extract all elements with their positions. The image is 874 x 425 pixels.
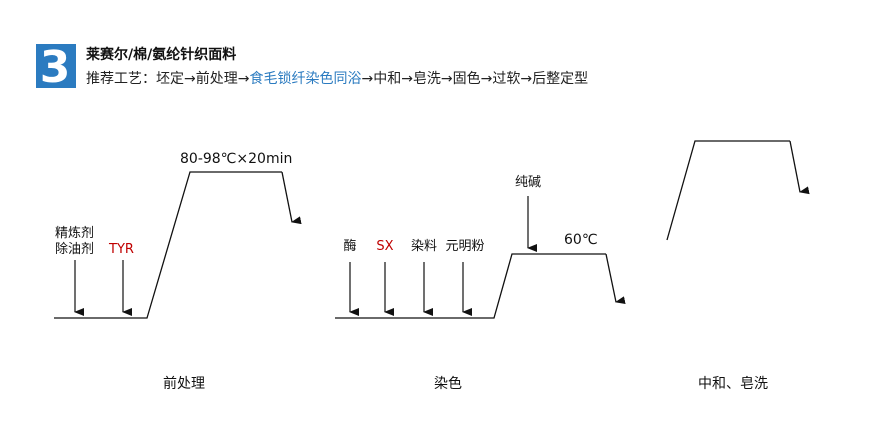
- pretreat-caption: 前处理: [163, 375, 205, 392]
- dyeing-agent-4: 元明粉: [445, 239, 484, 254]
- process-description: 推荐工艺：坯定→前处理→食毛锁纤染色同浴→中和→皂洗→固色→过软→后整定型: [86, 68, 588, 88]
- dyeing-temp-label: 60℃: [564, 232, 598, 248]
- pretreat-cooldown-arrow: [281, 171, 302, 225]
- process-suffix: →中和→皂洗→固色→过软→后整定型: [361, 71, 589, 87]
- pretreat-agent-1-line1: 精炼剂: [55, 226, 94, 241]
- dyeing-temp-curve: [335, 253, 606, 319]
- section-number: 3: [40, 44, 71, 88]
- pretreat-temp-curve: [54, 171, 282, 319]
- dyeing-caption: 染色: [434, 375, 462, 392]
- dyeing-agent-2: SX: [376, 239, 393, 254]
- neutralize-temp-curve: [666, 140, 790, 241]
- pretreat-temp-label: 80-98℃×20min: [180, 151, 292, 167]
- dyeing-agent-5: 纯碱: [515, 175, 541, 190]
- section-number-badge: 3: [36, 44, 76, 88]
- neutralize-stage: 中和、皂洗: [666, 140, 810, 392]
- pretreat-agent-1-line2: 除油剂: [55, 242, 94, 257]
- neutralize-cooldown-arrow: [789, 140, 810, 195]
- dyeing-stage: 酶 SX 染料 元明粉 纯碱 60℃ 染色: [335, 175, 626, 392]
- dyeing-agent-3: 染料: [411, 239, 437, 254]
- dyeing-agent-1: 酶: [343, 238, 356, 254]
- fabric-title: 莱赛尔/棉/氨纶针织面料: [86, 47, 237, 63]
- process-highlight: 食毛锁纤染色同浴: [249, 71, 362, 87]
- process-prefix: 推荐工艺：坯定→前处理→: [86, 71, 250, 87]
- pretreat-agent-2: TYR: [108, 242, 134, 257]
- dyeing-cooldown-arrow: [605, 253, 626, 305]
- pretreat-stage: 80-98℃×20min 精炼剂 除油剂 TYR 前处理: [54, 151, 302, 392]
- neutralize-caption: 中和、皂洗: [698, 376, 768, 392]
